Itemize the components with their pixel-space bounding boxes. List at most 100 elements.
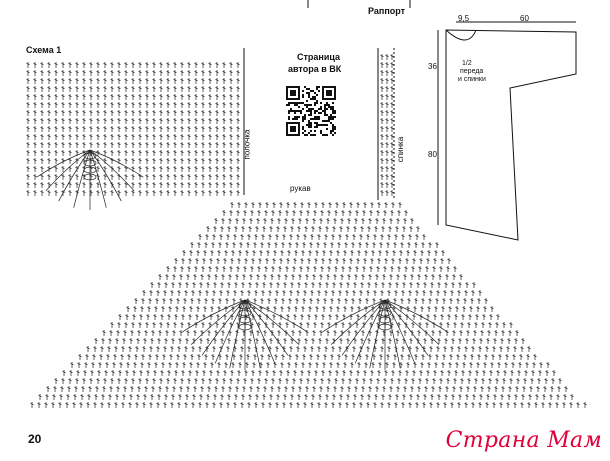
qr-module	[316, 118, 318, 120]
sleeve-stitch-row	[134, 298, 488, 304]
qr-module	[332, 130, 334, 132]
qr-module	[318, 86, 320, 88]
qr-module	[310, 126, 312, 128]
qr-module	[306, 88, 308, 90]
qr-module	[320, 108, 322, 110]
qr-module	[316, 126, 318, 128]
qr-module	[326, 120, 328, 122]
qr-module	[320, 102, 322, 104]
qr-module	[286, 104, 288, 106]
fan-arc	[89, 149, 135, 191]
stitch-row	[380, 126, 394, 132]
qr-module	[326, 114, 328, 116]
sleeve-stitch-row	[30, 402, 587, 408]
qr-module	[334, 116, 336, 118]
qr-module	[290, 108, 292, 110]
sleeve-stitch-row	[110, 322, 513, 328]
qr-module	[296, 116, 298, 118]
qr-module	[306, 134, 308, 136]
qr-module	[318, 90, 320, 92]
qr-module	[326, 104, 328, 106]
stitch-row	[26, 62, 240, 68]
qr-module	[300, 112, 302, 114]
picot-loop	[238, 309, 252, 317]
picot-loop	[378, 316, 392, 324]
qr-module	[288, 110, 290, 112]
sleeve-stitch-row	[206, 226, 420, 232]
qr-module	[294, 110, 296, 112]
sleeve-stitch-row	[102, 330, 519, 336]
stitch-row	[380, 62, 394, 68]
qr-module	[310, 114, 312, 116]
sleeve-stitch-row	[54, 378, 562, 384]
stitch-row	[26, 118, 240, 124]
qr-module	[316, 100, 318, 102]
vk-line-2: автора в ВК	[288, 64, 342, 74]
qr-module	[316, 102, 318, 104]
fan-arc	[182, 299, 246, 333]
qr-module	[302, 94, 304, 96]
qr-module	[302, 108, 304, 110]
qr-module	[320, 124, 322, 126]
qr-module	[298, 110, 300, 112]
fan-arc	[201, 299, 246, 356]
qr-module	[304, 118, 306, 120]
stitch-row	[380, 70, 394, 76]
qr-module	[314, 126, 316, 128]
stitch-row	[26, 166, 240, 172]
qr-module	[318, 108, 320, 110]
qr-module	[312, 108, 314, 110]
qr-module	[292, 118, 294, 120]
qr-module	[300, 110, 302, 112]
qr-module	[332, 106, 334, 108]
qr-module	[326, 102, 328, 104]
rukav-label: рукав	[290, 184, 311, 193]
qr-module	[328, 106, 330, 108]
picot-loop	[83, 152, 97, 160]
qr-module	[302, 116, 304, 118]
qr-module	[314, 122, 316, 124]
qr-module	[292, 110, 294, 112]
left-pineapple-motif	[182, 299, 308, 370]
stitch-row	[380, 190, 394, 196]
qr-module	[332, 124, 334, 126]
qr-module	[308, 120, 310, 122]
qr-module	[306, 100, 308, 102]
qr-module	[320, 132, 322, 134]
fan-arc	[89, 149, 144, 178]
qr-module	[322, 110, 324, 112]
fan-arc	[214, 299, 246, 364]
fan-arc	[341, 299, 386, 356]
qr-module	[314, 102, 316, 104]
fan-arc	[384, 299, 416, 364]
stitch-row	[26, 70, 240, 76]
qr-module	[296, 118, 298, 120]
qr-module	[310, 104, 312, 106]
qr-module	[302, 126, 304, 128]
fan-arc	[244, 299, 300, 345]
sleeve-stitch-row	[118, 314, 500, 320]
fan-arc	[73, 149, 91, 208]
stitch-row	[26, 126, 240, 132]
qr-module	[334, 112, 336, 114]
qr-module	[308, 92, 310, 94]
qr-module	[294, 104, 296, 106]
sleeve-stitch-row	[46, 386, 568, 392]
stitch-row	[26, 158, 240, 164]
qr-module	[314, 112, 316, 114]
qr-module	[304, 86, 306, 88]
neckline	[445, 29, 477, 41]
fan-arc	[384, 299, 429, 356]
rapport-label: Раппорт	[368, 6, 406, 16]
qr-module	[314, 116, 316, 118]
dim-80: 80	[428, 150, 437, 159]
qr-module	[324, 124, 326, 126]
qr-module	[324, 114, 326, 116]
qr-module	[312, 134, 314, 136]
qr-module	[322, 124, 324, 126]
qr-module	[298, 102, 300, 104]
qr-module	[302, 132, 304, 134]
qr-module	[294, 118, 296, 120]
dim-60: 60	[520, 14, 529, 23]
qr-module	[328, 120, 330, 122]
